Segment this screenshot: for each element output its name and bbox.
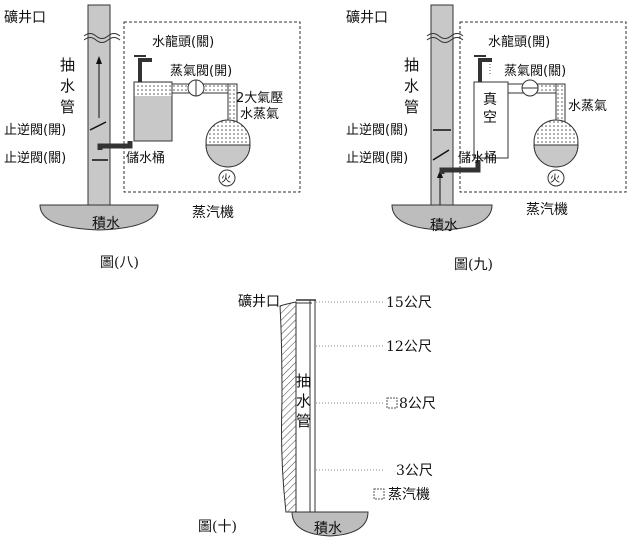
fig8-caption: 圖(八) [100,255,139,271]
fig10-level-3: 3公尺 [396,463,433,479]
fig9-check-valve-lower-label: 止逆閥(開) [346,150,408,166]
fig9-caption: 圖(九) [454,257,493,273]
fig9-mine-mouth: 礦井口 [346,9,388,26]
fig10-caption: 圖(十) [198,519,237,535]
fig10-engine-marker-8 [386,397,398,409]
fig9-pipe [430,4,454,206]
fig10-pipe-label-2: 水 [296,392,311,410]
fig8-steam-label: 水蒸氣 [240,107,279,122]
fig10-mine-mouth: 礦井口 [238,293,280,310]
fig8-mine-mouth: 礦井口 [4,9,46,26]
fig9-faucet-icon [478,58,492,82]
fig8-fire-icon [218,169,236,187]
figure-10: 礦井口 抽 水 管 15公尺 12公尺 8公尺 3公尺 蒸汽機 積水 圖(十) [198,293,436,537]
fig9-tank [473,81,509,159]
fig8-faucet-icon [138,58,152,82]
fig10-water-label: 積水 [314,521,342,537]
fig8-pressure-label: 2大氣壓 [236,91,283,106]
fig10-pipe-label-1: 抽 [296,372,311,390]
fig8-fire-label: 火 [221,173,231,185]
fig10-level-8: 8公尺 [399,396,436,412]
fig9-pipe-label-2: 水 [404,77,419,95]
fig9-check-valve-lower [432,149,450,161]
fig9-faucet-label: 水龍頭(開) [488,34,550,50]
fig9-vacuum-label-1: 真 [483,92,497,108]
fig9-water-pit [391,204,493,231]
fig9-water-label: 積水 [430,218,458,234]
fig9-steam-label: 水蒸氣 [568,99,607,114]
fig9-vacuum-label-2: 空 [483,110,497,126]
fig8-check-valve-upper-label: 止逆閥(開) [4,122,66,138]
fig8-pipe-label-1: 抽 [60,56,75,74]
fig8-machine-frame [123,21,301,193]
fig9-fire-icon [547,169,565,187]
fig9-check-valve-upper-label: 止逆閥(關) [346,122,408,138]
fig9-steam-valve-label: 蒸氣閥(關) [504,64,566,79]
fig8-check-valve-upper [89,121,107,131]
fig10-water-pit [291,511,369,537]
fig9-pipe-label-1: 抽 [404,56,419,74]
fig10-pipe-label-3: 管 [296,412,311,430]
fig8-pipe-label-2: 水 [60,77,75,95]
fig8-check-valve-lower-label: 止逆閥(關) [4,150,66,166]
fig9-fire-label: 火 [550,173,560,185]
fig8-water-label: 積水 [92,216,120,232]
fig8-machine-label: 蒸汽機 [192,205,234,221]
figure-9: 礦井口 抽 水 管 水龍頭(開) 蒸氣閥(關) 真 空 水蒸氣 止逆閥(關) 止… [346,4,627,273]
fig8-faucet-label: 水龍頭(關) [152,34,214,50]
fig9-machine-label: 蒸汽機 [526,202,568,218]
fig10-level-12: 12公尺 [386,339,432,355]
fig10-legend-label: 蒸汽機 [388,487,430,503]
fig8-tank-label: 儲水桶 [126,151,165,166]
figure-8: 礦井口 抽 水 管 水龍頭(關) 蒸氣閥(開) 2大氣壓 水蒸氣 止逆閥(開) … [4,4,301,271]
fig10-level-15: 15公尺 [386,295,432,311]
fig8-connector-pipe [97,141,133,150]
fig8-steam-valve-label: 蒸氣閥(開) [170,64,232,79]
fig8-tank-steam [134,82,172,96]
fig8-pipe-label-3: 管 [60,98,75,116]
fig10-legend-box [373,488,385,500]
fig10-shaft-wall [279,301,297,513]
fig9-connector-pipe [439,160,481,174]
fig9-tank-label: 儲水桶 [458,151,497,166]
fig9-pipe-label-3: 管 [404,98,419,116]
fig8-tank [133,81,173,142]
fig9-machine-frame [459,21,627,193]
fig8-water-pit [39,204,159,231]
fig8-tank-water [134,96,172,141]
